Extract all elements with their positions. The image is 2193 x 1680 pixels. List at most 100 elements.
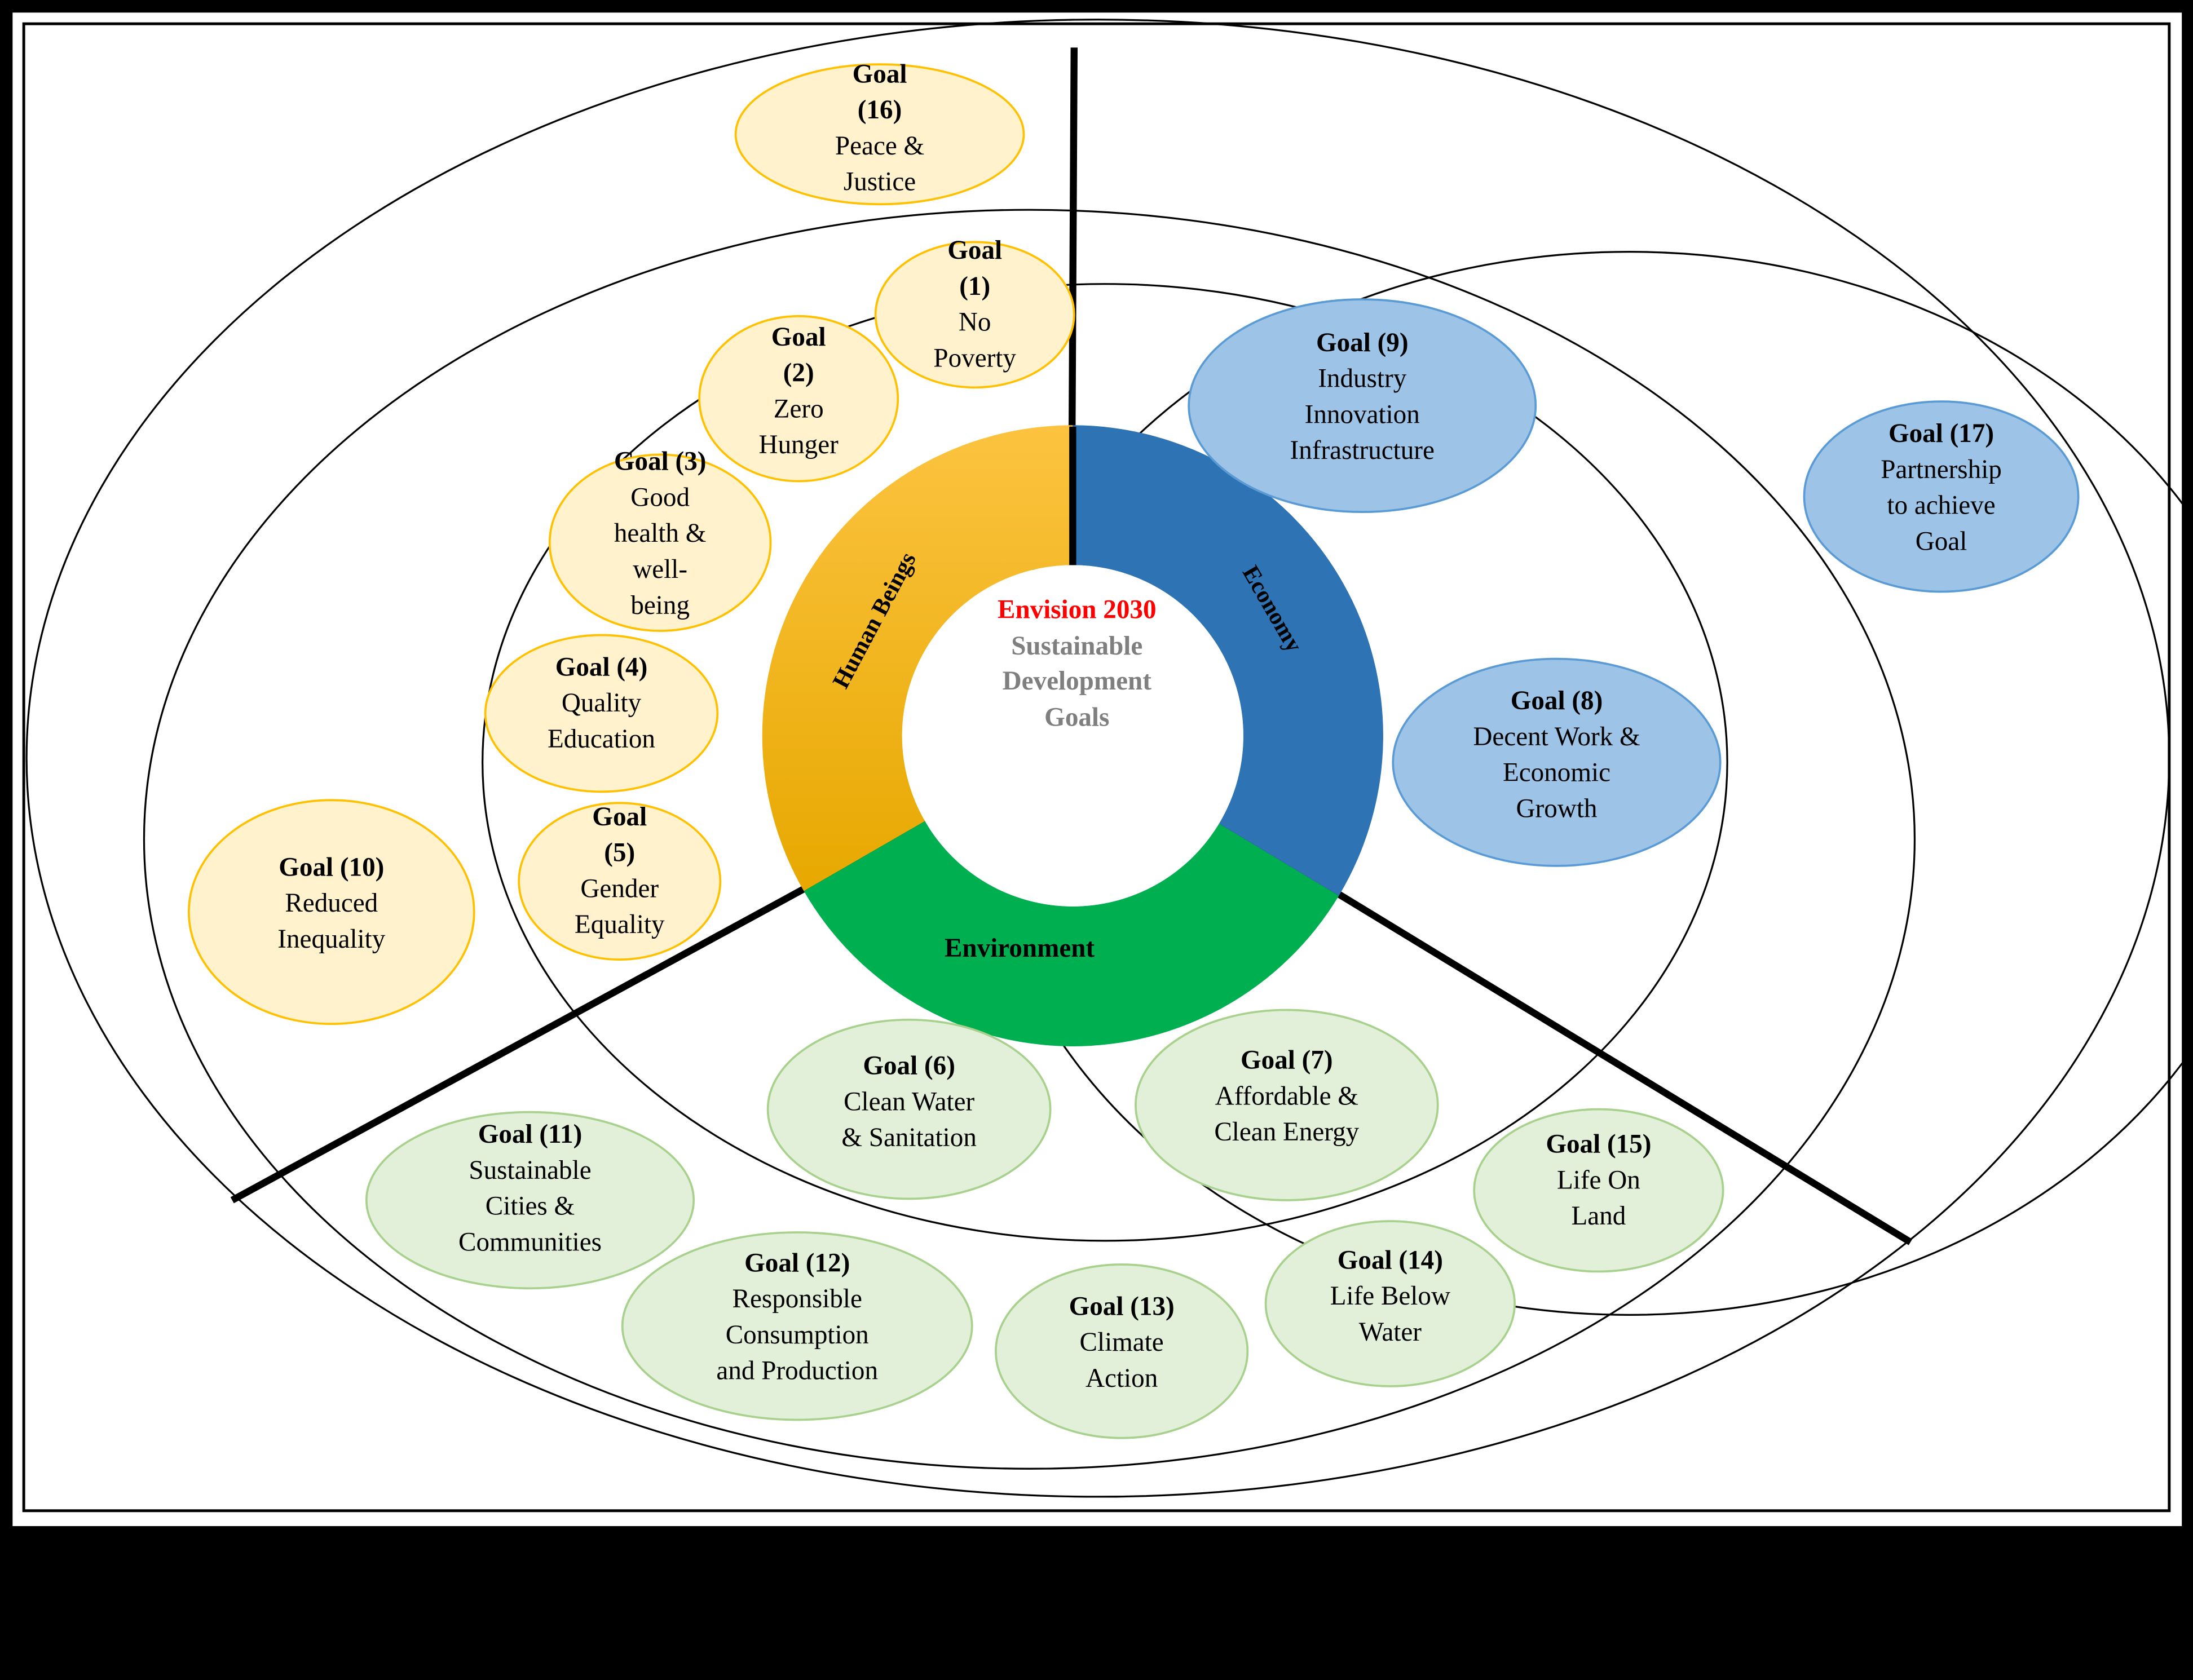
goal-17-bubble (1803, 400, 2080, 593)
goal-15-title: Goal (15) (1546, 1130, 1651, 1159)
ring-center-hole (902, 565, 1243, 907)
goal-2-bubble (698, 315, 899, 483)
ring-segment-human (762, 425, 1073, 891)
goal-7-bubble (1135, 1009, 1439, 1201)
goal-10-label-line: Inequality (277, 925, 385, 954)
goal-2-label-line: (2) (783, 359, 814, 388)
goal-4-bubble (484, 634, 719, 793)
goal-3-label-line: health & (614, 519, 707, 548)
goal-8-bubble (1392, 657, 1722, 867)
ring-label-environment: Environment (945, 934, 1095, 963)
goal-6-label-line: Clean Water (844, 1087, 974, 1116)
ring-segment-economy (1073, 425, 1383, 896)
goal-16-bubble (734, 63, 1025, 206)
inner-ellipse (482, 283, 1728, 1242)
goal-4-label-line: Education (548, 724, 655, 754)
goal-14-title: Goal (14) (1338, 1245, 1443, 1275)
goal-7-title: Goal (7) (1241, 1046, 1333, 1075)
goal-17-title: Goal (17) (1888, 419, 1994, 448)
goal-17-label-line: Goal (1916, 527, 1967, 556)
goal-8-label-line: Growth (1516, 794, 1598, 823)
goal-5-title: Goal (592, 802, 647, 832)
goal-14-label-line: Water (1359, 1318, 1422, 1347)
goal-5-label-line: Gender (580, 874, 659, 903)
goal-12-label-line: Responsible (733, 1284, 862, 1314)
goal-11-bubble (365, 1111, 695, 1290)
goal-6-title: Goal (6) (863, 1051, 955, 1081)
center-subtitle-line-3: Goals (1044, 703, 1109, 732)
goal-16-label-line: (16) (858, 95, 902, 125)
goal-5-label-line: Equality (575, 910, 665, 939)
goal-1-bubble (874, 241, 1075, 389)
center-subtitle-line-1: Sustainable (1011, 631, 1142, 661)
goal-11-label-line: Sustainable (469, 1156, 591, 1185)
goal-4-title: Goal (4) (555, 652, 648, 682)
goal-13-bubble (995, 1263, 1249, 1439)
goal-11-label-line: Communities (458, 1227, 602, 1257)
goal-7-label-line: Affordable & (1215, 1081, 1358, 1111)
goal-3-label-line: Good (630, 483, 690, 512)
goal-3-label-line: well- (633, 555, 687, 584)
goal-15-label-line: Life On (1557, 1165, 1640, 1195)
goal-3-label-line: being (630, 591, 690, 620)
goal-4-label-line: Quality (562, 688, 642, 718)
goal-15-label-line: Land (1571, 1201, 1626, 1231)
goal-8-label-line: Economic (1503, 758, 1610, 788)
goal-9-label-line: Industry (1318, 364, 1406, 394)
goal-3-bubble (548, 453, 772, 632)
goal-16-label-line: Peace & (835, 131, 924, 161)
center-title: Envision 2030 (998, 595, 1156, 625)
goal-10-title: Goal (10) (279, 852, 384, 882)
goal-3: Goal (3) Good health & well-being (548, 447, 772, 632)
goal-1-title: Goal (947, 236, 1002, 265)
goal-17-label-line: Partnership (1881, 455, 2002, 484)
goal-3-title: Goal (3) (614, 447, 707, 476)
goal-10-label-line: Reduced (285, 888, 378, 918)
goal-7: Goal (7) Affordable & Clean Energy (1135, 1009, 1439, 1201)
goal-6-bubble (766, 1018, 1052, 1200)
goal-2-label-line: Hunger (759, 430, 839, 459)
goal-8-label-line: Decent Work & (1473, 722, 1640, 751)
goal-12-title: Goal (12) (744, 1248, 850, 1277)
goal-7-label-line: Clean Energy (1214, 1117, 1359, 1147)
goal-5-bubble (518, 802, 722, 961)
goal-6: Goal (6) Clean Water & Sanitation (766, 1018, 1052, 1200)
middle-ellipse-left (143, 209, 1916, 1470)
goal-12-label-line: Consumption (726, 1320, 869, 1350)
goal-9-bubble (1188, 298, 1537, 513)
goal-9-label-line: Infrastructure (1290, 436, 1435, 465)
goal-2-label-line: Zero (774, 394, 824, 423)
goal-17-label-line: to achieve (1887, 491, 1995, 520)
goal-16-label-line: Justice (844, 167, 916, 197)
goal-16: Goal(16)Peace &Justice (734, 59, 1025, 206)
goal-9-label-line: Innovation (1305, 400, 1420, 429)
goal-12-label-line: and Production (716, 1356, 878, 1386)
goal-14-bubble (1264, 1220, 1516, 1387)
goal-1-label-line: Poverty (933, 343, 1016, 373)
goal-15-bubble (1473, 1108, 1724, 1273)
goal-14-label-line: Life Below (1330, 1281, 1450, 1311)
goal-13-label-line: Climate (1080, 1328, 1164, 1357)
goal-2-title: Goal (771, 322, 826, 352)
goal-8-title: Goal (8) (1511, 686, 1603, 715)
goal-13-label-line: Action (1086, 1364, 1158, 1393)
goal-6-label-line: & Sanitation (841, 1123, 976, 1152)
goal-11-title: Goal (11) (478, 1120, 583, 1149)
ring-segment-environment (804, 821, 1339, 1046)
outer-ellipse (25, 19, 2170, 1498)
